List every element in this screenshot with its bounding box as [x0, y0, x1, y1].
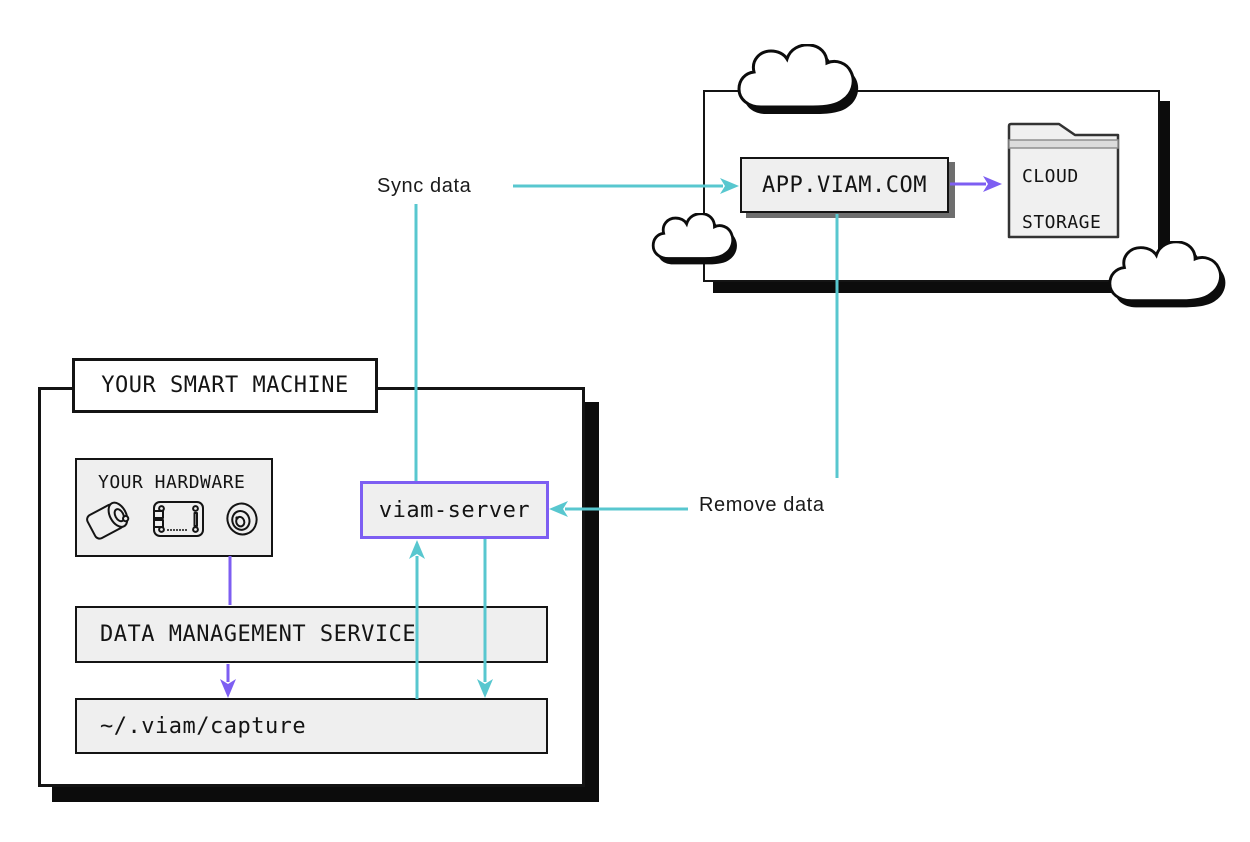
smart-machine-title: YOUR SMART MACHINE: [101, 373, 349, 398]
cloud-storage-label: CLOUD STORAGE: [1022, 166, 1102, 233]
folder-icon: [1007, 122, 1120, 239]
cloud-icon-bottom: [1108, 241, 1226, 308]
hardware-title: YOUR HARDWARE: [98, 472, 246, 493]
viam-server-box: viam-server: [360, 481, 549, 539]
data-management-box: DATA MANAGEMENT SERVICE: [75, 606, 548, 663]
app-viam-box: APP.VIAM.COM: [740, 157, 949, 213]
cloud-icon-top: [737, 44, 859, 114]
remove-data-label: Remove data: [699, 494, 825, 516]
data-management-label: DATA MANAGEMENT SERVICE: [100, 622, 417, 647]
smart-machine-title-box: YOUR SMART MACHINE: [72, 358, 378, 413]
viam-server-label: viam-server: [378, 497, 531, 523]
sync-data-label: Sync data: [377, 175, 472, 197]
motor-icon: [86, 498, 134, 544]
capture-path-box: ~/.viam/capture: [75, 698, 548, 754]
camera-lens-icon: [222, 499, 262, 543]
hardware-box: YOUR HARDWARE: [75, 458, 273, 557]
circuit-board-icon: [150, 499, 206, 543]
capture-path-label: ~/.viam/capture: [100, 713, 307, 739]
cloud-icon-left: [651, 213, 737, 265]
app-viam-label: APP.VIAM.COM: [762, 172, 927, 198]
